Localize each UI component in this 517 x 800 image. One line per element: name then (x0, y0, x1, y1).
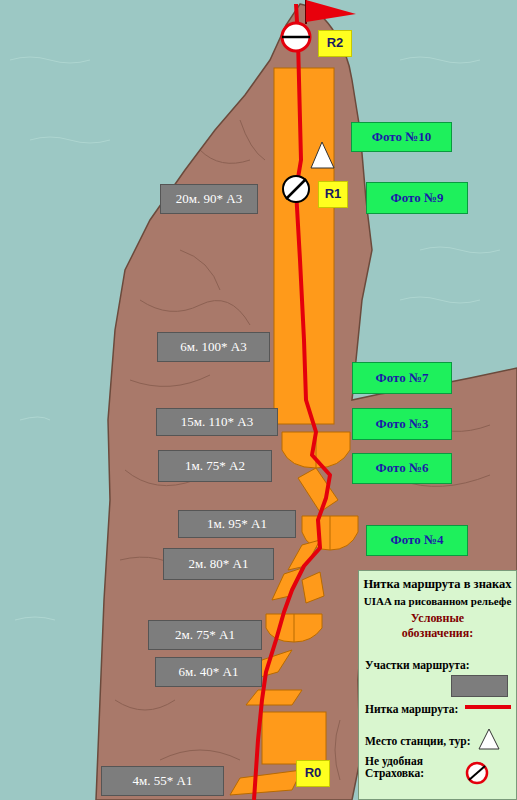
station-triangle (311, 142, 334, 168)
route-line (254, 4, 330, 800)
pitch-spec-box: 15м. 110* A3 (156, 408, 278, 436)
node-text: 2м. 80* A1 (189, 557, 249, 572)
bad-belay-symbol (282, 23, 310, 51)
photo-ref-box: Фото №4 (366, 525, 468, 556)
photo-ref-box: Фото №10 (351, 122, 452, 152)
photo-ref-box: Фото №6 (352, 453, 452, 484)
photo-ref-box: Фото №7 (352, 362, 452, 394)
legend-text: Не удобная Страховка: (365, 755, 451, 779)
legend-entry: Участки маршрута: (365, 655, 511, 685)
pitch-spec-box: 2м. 75* A1 (148, 620, 262, 650)
legend-heading: Условные обозначения: (388, 611, 488, 641)
node-text: Фото №7 (375, 371, 428, 386)
node-text: 15м. 110* A3 (181, 415, 253, 430)
node-text: Фото №6 (375, 461, 428, 476)
node-text: R2 (327, 36, 344, 51)
pitch-spec-box: 20м. 90* A3 (160, 184, 258, 214)
route-section (272, 568, 302, 600)
node-text: Фото №9 (390, 191, 443, 206)
legend-subtitle: UIAA па рисованном рельефе (359, 595, 516, 607)
node-text: 1м. 95* A1 (207, 517, 267, 532)
legend-entry: Не удобная Страховка: (365, 755, 511, 785)
node-text: 6м. 100* A3 (180, 340, 246, 355)
belay-station-box: R2 (318, 30, 352, 57)
pitch-spec-box: 6м. 40* A1 (155, 657, 262, 687)
station-sample (477, 727, 501, 751)
pitch-spec-box: 1м. 75* A2 (158, 450, 272, 482)
bad-belay-sample (465, 761, 489, 785)
photo-ref-box: Фото №9 (366, 182, 468, 214)
legend-text: Участки маршрута: (365, 659, 470, 671)
node-text: 20м. 90* A3 (176, 192, 242, 207)
summit-flag (306, 0, 356, 22)
node-text: R0 (305, 766, 322, 781)
node-text: 6м. 40* A1 (179, 665, 239, 680)
route-section (266, 614, 322, 642)
route-section (230, 770, 302, 795)
route-section (246, 690, 302, 705)
legend-swatch (451, 675, 508, 697)
pitch-spec-box: 4м. 55* A1 (101, 766, 224, 796)
rock-outline (96, 4, 517, 800)
belay-station-box: R1 (318, 181, 348, 208)
legend-title: Нитка маршрута в знаках (359, 577, 516, 592)
route-section (298, 468, 338, 512)
belay-station-box: R0 (296, 760, 330, 787)
route-section (302, 572, 324, 603)
node-text: Фото №4 (390, 533, 443, 548)
section-divider (294, 614, 295, 642)
legend-panel: Нитка маршрута в знакахUIAA па рисованно… (358, 570, 517, 800)
legend-text: Нитка маршрута: (365, 703, 458, 715)
node-text: Фото №3 (375, 417, 428, 432)
legend-entry: Нитка маршрута: (365, 699, 511, 729)
legend-text: Место станции, тур: (365, 735, 471, 747)
route-section (262, 712, 326, 764)
bad-belay-symbol (283, 176, 309, 202)
node-text: 4м. 55* A1 (133, 774, 193, 789)
pitch-spec-box: 2м. 80* A1 (163, 548, 274, 580)
node-text: 1м. 75* A2 (185, 459, 245, 474)
route-line-sample (465, 695, 511, 719)
pitch-spec-box: 1м. 95* A1 (178, 510, 296, 538)
node-text: 2м. 75* A1 (175, 628, 235, 643)
node-text: R1 (325, 187, 342, 202)
pitch-spec-box: 6м. 100* A3 (157, 332, 270, 362)
photo-ref-box: Фото №3 (352, 408, 452, 440)
section-divider (330, 516, 331, 550)
node-text: Фото №10 (372, 130, 432, 145)
